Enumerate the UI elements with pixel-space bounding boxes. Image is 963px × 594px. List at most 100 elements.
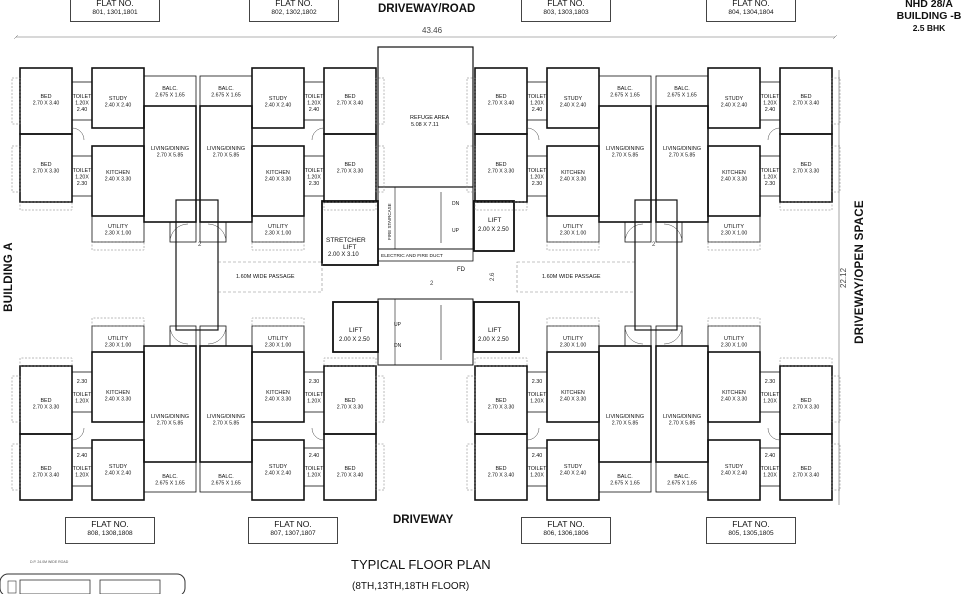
electric-duct: [377, 248, 474, 262]
bed-1-label: BED: [40, 466, 51, 472]
kitchen-label: KITCHEN: [561, 390, 585, 396]
utility-dim: 2.30 X 1.00: [265, 231, 292, 237]
bed-2-label: BED: [800, 398, 811, 404]
flat-box-bottom-2: FLAT NO. 807, 1307,1807: [248, 517, 338, 544]
bed-1-dim: 2.70 X 3.40: [337, 101, 364, 107]
toilet-1-size-label: 2.40: [309, 107, 320, 113]
living-label: LIVING/DINING: [151, 146, 189, 152]
kitchen-dim: 2.40 X 3.30: [265, 397, 292, 403]
bed-1-label: BED: [495, 466, 506, 472]
toilet-1-dim: 1.20X: [530, 101, 544, 107]
toilet-2-size-label: 2.30: [77, 379, 88, 385]
flat-805: [655, 317, 841, 501]
living-dining-room: [143, 105, 197, 223]
living-label: LIVING/DINING: [151, 414, 189, 420]
study-dim: 2.40 X 2.40: [560, 103, 587, 109]
fire-stair-label: FIRE STAIRCASE: [387, 203, 392, 240]
bed-2-dim: 2.70 X 3.30: [337, 169, 364, 175]
living-dining-room: [655, 105, 709, 223]
toilet-2-dim: 1.20X: [763, 175, 777, 181]
toilet-1-dim: 1.20X: [307, 473, 321, 479]
study-dim: 2.40 X 2.40: [721, 471, 748, 477]
up-label: UP: [452, 228, 460, 234]
plan-title: TYPICAL FLOOR PLAN: [351, 557, 491, 572]
dim-2-core: 2: [430, 281, 434, 287]
study-dim: 2.40 X 2.40: [721, 103, 748, 109]
bed-1-label: BED: [40, 94, 51, 100]
bed-1-label: BED: [495, 94, 506, 100]
kitchen-dim: 2.40 X 3.30: [721, 177, 748, 183]
refuge-label: REFUGE AREA: [410, 115, 449, 121]
toilet-2-dim: 1.20X: [763, 399, 777, 405]
flat-box-top-2: FLAT NO. 802, 1302,1802: [249, 0, 339, 22]
flat-box-top-1: FLAT NO. 801, 1301,1801: [70, 0, 160, 22]
flat-title: FLAT NO.: [547, 519, 585, 529]
toilet-2-label: TOILET: [528, 168, 547, 174]
flat-801: [11, 67, 197, 251]
living-dim: 2.70 X 5.85: [157, 153, 184, 159]
key-plan: D.P. 24.0M WIDE ROAD: [0, 560, 186, 594]
balcony-label: BALC.: [617, 86, 633, 92]
bed-2-dim: 2.70 X 3.30: [488, 169, 515, 175]
kitchen-label: KITCHEN: [561, 170, 585, 176]
utility-label: UTILITY: [724, 224, 744, 230]
bed-2-label: BED: [344, 162, 355, 168]
toilet-2-dim: 1.20X: [530, 175, 544, 181]
balcony-label: BALC.: [162, 474, 178, 480]
kitchen-label: KITCHEN: [722, 390, 746, 396]
flat-box-bottom-4: FLAT NO. 805, 1305,1805: [706, 517, 796, 544]
lift-bl-dim: 2.00 X 2.50: [339, 337, 370, 343]
balcony-dim: 2.675 X 1.65: [610, 93, 640, 99]
toilet-1-label: TOILET: [305, 466, 324, 472]
toilet-1-dim: 1.20X: [307, 101, 321, 107]
toilet-1-label: TOILET: [761, 94, 780, 100]
toilet-1-dim: 1.20X: [763, 101, 777, 107]
bed-1-dim: 2.70 X 3.40: [33, 473, 60, 479]
kitchen-dim: 2.40 X 3.30: [721, 397, 748, 403]
core: REFUGE AREA 5.08 X 7.11 FIRE STAIRCASE U…: [198, 46, 656, 366]
stretcher-label: STRETCHER: [326, 237, 366, 244]
lift-br-dim: 2.00 X 2.50: [478, 337, 509, 343]
fd-label: FD: [457, 267, 466, 273]
living-label: LIVING/DINING: [606, 414, 644, 420]
flat-numbers: 805, 1305,1805: [728, 530, 774, 537]
balcony-label: BALC.: [218, 86, 234, 92]
kitchen-room: [707, 351, 761, 423]
dim-2-right: 2: [652, 242, 656, 248]
utility-dim: 2.30 X 1.00: [721, 231, 748, 237]
utility-label: UTILITY: [563, 224, 583, 230]
study-label: STUDY: [564, 96, 583, 102]
toilet-1-size-label: 2.40: [532, 453, 543, 459]
entry: [169, 221, 197, 243]
living-label: LIVING/DINING: [663, 146, 701, 152]
dn-label: DN: [452, 201, 460, 207]
kitchen-label: KITCHEN: [722, 170, 746, 176]
toilet-1-label: TOILET: [73, 94, 92, 100]
entry: [655, 325, 683, 347]
bottom-road-label: DRIVEWAY: [393, 514, 454, 526]
kitchen-room: [91, 351, 145, 423]
utility-label: UTILITY: [268, 336, 288, 342]
kitchen-dim: 2.40 X 3.30: [265, 177, 292, 183]
bed-2-dim: 2.70 X 3.30: [793, 169, 820, 175]
balcony-dim: 2.675 X 1.65: [610, 481, 640, 487]
entry: [169, 325, 197, 347]
plan-subtitle: (8TH,13TH,18TH FLOOR): [352, 581, 470, 592]
utility-label: UTILITY: [108, 224, 128, 230]
living-dining-room: [655, 345, 709, 463]
bed-1-dim: 2.70 X 3.40: [793, 473, 820, 479]
kitchen-label: KITCHEN: [106, 390, 130, 396]
flat-title: FLAT NO.: [91, 519, 129, 529]
entry: [624, 221, 652, 243]
toilet-1-size-label: 2.40: [532, 107, 543, 113]
study-label: STUDY: [725, 96, 744, 102]
toilet-1-label: TOILET: [761, 466, 780, 472]
toilet-2-size-label: 2.30: [765, 379, 776, 385]
kitchen-dim: 2.40 X 3.30: [560, 397, 587, 403]
toilet-1-dim: 1.20X: [763, 473, 777, 479]
entry: [199, 325, 227, 347]
flat-numbers: 808, 1308,1808: [87, 530, 133, 537]
